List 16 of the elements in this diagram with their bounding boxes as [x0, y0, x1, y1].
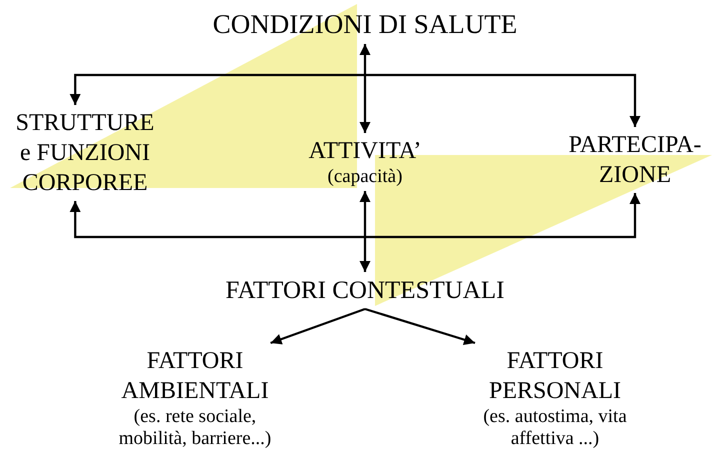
node-title: ATTIVITA’	[308, 137, 422, 166]
node-title: CONDIZIONI DI SALUTE	[212, 8, 518, 41]
double-arrow	[360, 44, 370, 133]
node-title: FATTORI AMBIENTALI	[120, 347, 270, 406]
node-title: FATTORI CONTESTUALI	[224, 276, 506, 306]
double-arrow	[360, 191, 370, 272]
double-arrow	[70, 74, 640, 127]
arrow	[270, 308, 366, 344]
node-title: FATTORI PERSONALI	[488, 347, 622, 406]
node-subtitle: (es. rete sociale, mobilità, barriere...)	[118, 406, 272, 450]
node-title: STRUTTURE e FUNZIONI CORPOREE	[15, 109, 155, 198]
arrow	[364, 308, 476, 345]
node-subtitle: (es. autostima, vita affettiva ...)	[482, 406, 628, 450]
node-subtitle: (capacità)	[326, 166, 404, 188]
node-title: PARTECIPA- ZIONE	[568, 131, 702, 190]
double-arrow	[70, 193, 640, 238]
